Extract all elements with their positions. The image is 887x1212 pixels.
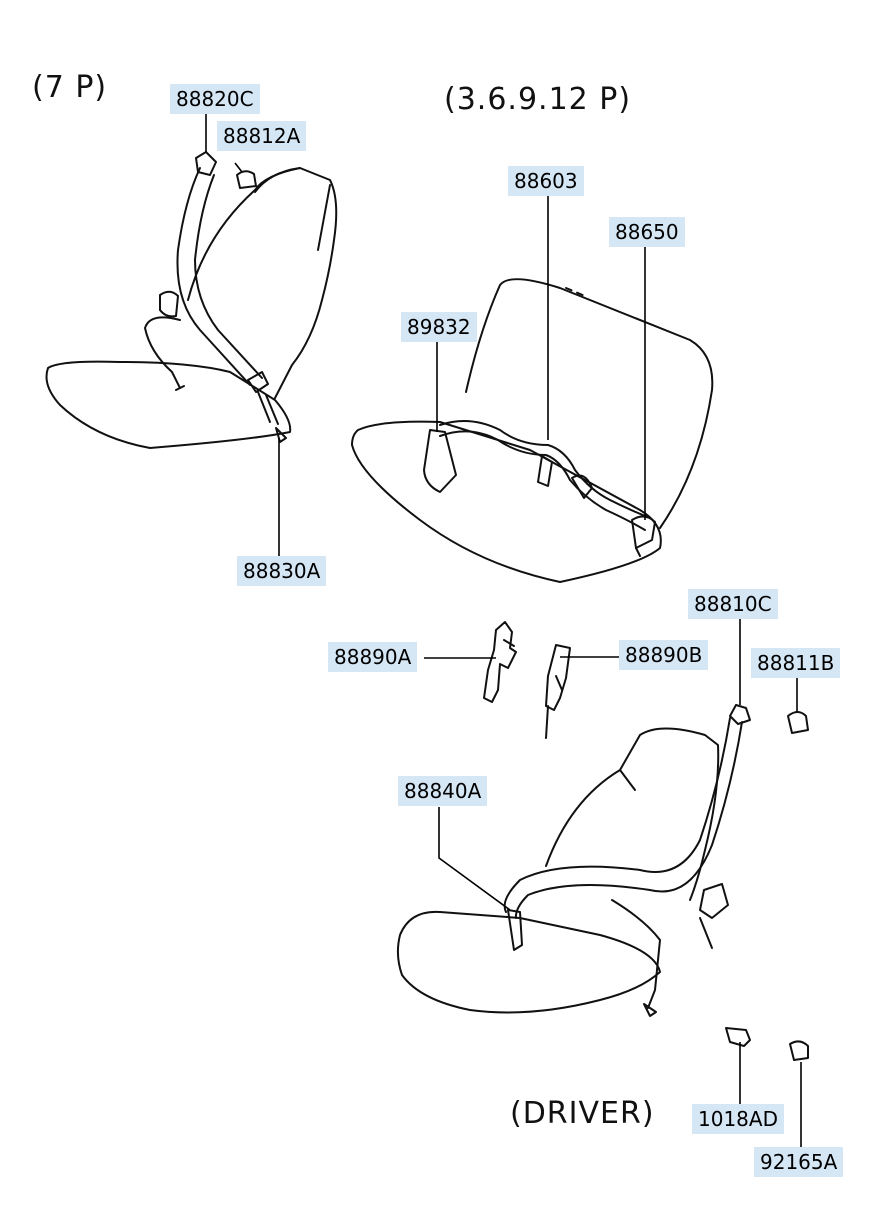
part-label-88830A[interactable]: 88830A bbox=[237, 556, 327, 586]
part-88811B-shape bbox=[787, 711, 809, 734]
part-label-88812A[interactable]: 88812A bbox=[217, 121, 307, 151]
belt-7p bbox=[144, 151, 287, 443]
heading-multi-p: (3.6.9.12 P) bbox=[444, 82, 632, 117]
part-88890A-shape bbox=[483, 621, 517, 703]
part-1018AD-shape bbox=[725, 1027, 751, 1047]
driver-seat bbox=[396, 727, 720, 1014]
heading-7p: (7 P) bbox=[32, 70, 108, 105]
part-label-88840A[interactable]: 88840A bbox=[398, 776, 488, 806]
part-label-88650[interactable]: 88650 bbox=[609, 217, 685, 247]
part-88890B-shape bbox=[545, 644, 571, 739]
part-label-88820C[interactable]: 88820C bbox=[170, 84, 260, 114]
bench-seat bbox=[351, 278, 714, 583]
seat-7p bbox=[45, 167, 338, 449]
part-label-88811B[interactable]: 88811B bbox=[751, 648, 841, 678]
part-label-92165A[interactable]: 92165A bbox=[754, 1147, 844, 1177]
part-label-88603[interactable]: 88603 bbox=[508, 166, 584, 196]
heading-driver: (DRIVER) bbox=[510, 1096, 655, 1131]
part-label-89832[interactable]: 89832 bbox=[401, 312, 477, 342]
leader-lines bbox=[205, 113, 802, 1147]
part-88812A-shape bbox=[236, 170, 257, 189]
part-label-88890B[interactable]: 88890B bbox=[619, 640, 709, 670]
driver-belt bbox=[503, 704, 751, 1017]
bench-belts bbox=[423, 420, 656, 557]
part-label-88890A[interactable]: 88890A bbox=[328, 642, 418, 672]
part-label-88810C[interactable]: 88810C bbox=[688, 589, 778, 619]
part-label-1018AD[interactable]: 1018AD bbox=[692, 1104, 784, 1134]
part-92165A-shape bbox=[789, 1040, 809, 1061]
